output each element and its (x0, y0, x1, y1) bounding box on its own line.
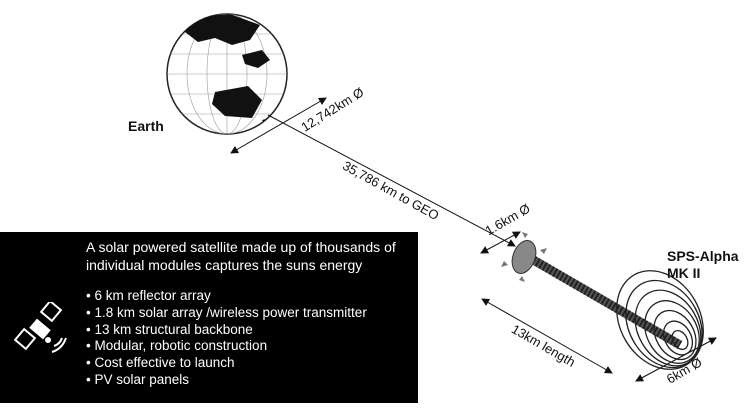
info-box: A solar powered satellite made up of tho… (0, 232, 418, 403)
feature-list: 6 km reflector array 1.8 km solar array … (86, 288, 367, 389)
feature-item: Modular, robotic construction (86, 338, 367, 355)
transmitter-diameter-arrow (480, 231, 521, 254)
backbone-length-arrow (481, 298, 613, 374)
feature-item: 13 km structural backbone (86, 322, 367, 339)
satellite-name: SPS-Alpha MK II (667, 248, 739, 282)
info-heading: A solar powered satellite made up of tho… (86, 239, 396, 273)
satellite-icon (14, 302, 67, 353)
distance-line (267, 114, 516, 247)
satellite-name-line2: MK II (667, 265, 701, 281)
feature-item: Cost effective to launch (86, 355, 367, 372)
feature-item: PV solar panels (86, 372, 367, 389)
feature-item: 6 km reflector array (86, 288, 367, 305)
feature-item: 1.8 km solar array /wireless power trans… (86, 305, 366, 322)
earth-diameter-arrow (230, 97, 327, 154)
satellite-name-line1: SPS-Alpha (667, 248, 739, 264)
satellite-structure (501, 232, 704, 370)
earth-label: Earth (128, 118, 164, 134)
